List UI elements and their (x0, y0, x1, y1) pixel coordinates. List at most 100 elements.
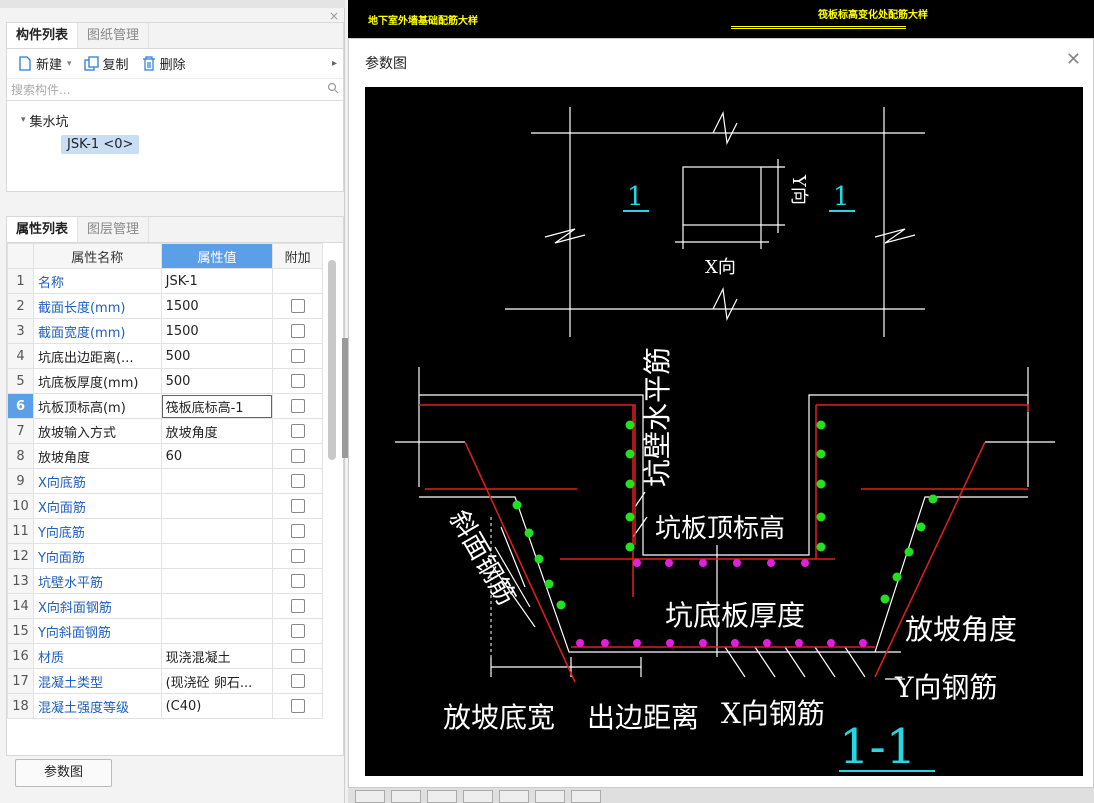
delete-button[interactable]: 删除 (137, 52, 190, 75)
row-number: 18 (7, 693, 34, 719)
extra-cell (272, 343, 323, 369)
checkbox[interactable] (290, 499, 305, 513)
x-rebar-label: X向钢筋 (721, 697, 825, 730)
tab-property-list[interactable]: 属性列表 (7, 217, 79, 242)
close-icon[interactable]: × (328, 9, 339, 23)
toolbar-icon[interactable] (535, 790, 565, 803)
close-icon[interactable]: ✕ (1065, 49, 1081, 70)
property-value[interactable] (160, 618, 274, 644)
property-value[interactable]: 500 (160, 343, 274, 369)
search-input[interactable]: 搜索构件... (7, 79, 343, 101)
component-list-panel: × 构件列表 图纸管理 新建 ▾ 复制 (6, 9, 344, 192)
row-number: 14 (7, 593, 34, 619)
more-tools-button[interactable]: ▸ (331, 58, 337, 69)
checkbox[interactable] (290, 599, 305, 613)
property-name: 名称 (32, 268, 162, 294)
tab-layer-management[interactable]: 图层管理 (78, 217, 150, 242)
tree-group-node[interactable]: ▾ 集水坑 (21, 114, 69, 130)
property-value[interactable]: 筏板底标高-1 (160, 393, 274, 419)
property-value[interactable] (160, 493, 274, 519)
checkbox[interactable] (290, 349, 305, 363)
checkbox[interactable] (290, 374, 305, 388)
property-value[interactable]: JSK-1 (160, 268, 274, 294)
property-value[interactable] (160, 518, 274, 544)
extra-cell (272, 268, 323, 294)
new-file-icon (17, 56, 33, 72)
checkbox[interactable] (290, 399, 305, 413)
property-name: 混凝土强度等级 (32, 693, 162, 719)
panel-splitter[interactable] (342, 338, 348, 458)
checkbox[interactable] (290, 624, 305, 638)
param-diagram-button[interactable]: 参数图 (15, 759, 112, 787)
toolbar-icon[interactable] (499, 790, 529, 803)
extra-cell (272, 618, 323, 644)
property-value[interactable]: 500 (160, 368, 274, 394)
checkbox[interactable] (290, 549, 305, 563)
tree-item-selected[interactable]: JSK-1 <0> (61, 135, 140, 154)
checkbox[interactable] (290, 699, 305, 713)
new-button[interactable]: 新建 ▾ (13, 52, 76, 75)
extra-cell (272, 543, 323, 569)
toolbar-icon[interactable] (571, 790, 601, 803)
property-value[interactable]: 60 (160, 443, 274, 469)
property-value[interactable]: 现浇混凝土 (160, 643, 274, 669)
toolbar-icon[interactable] (355, 790, 385, 803)
checkbox[interactable] (290, 649, 305, 663)
cad-underline (731, 26, 906, 29)
checkbox[interactable] (290, 324, 305, 338)
checkbox[interactable] (290, 449, 305, 463)
slope-width-label: 放坡底宽 (443, 701, 555, 734)
search-icon (327, 82, 339, 97)
extra-cell (272, 568, 323, 594)
property-value[interactable]: 1500 (160, 293, 274, 319)
checkbox[interactable] (290, 474, 305, 488)
property-value[interactable] (160, 468, 274, 494)
copy-button[interactable]: 复制 (80, 52, 133, 75)
property-value[interactable]: (C40) (160, 693, 274, 719)
checkbox[interactable] (290, 524, 305, 538)
property-value[interactable] (160, 543, 274, 569)
checkbox[interactable] (290, 299, 305, 313)
property-name: 坑壁水平筋 (32, 568, 162, 594)
close-icon[interactable]: × (329, 216, 339, 217)
checkbox[interactable] (290, 424, 305, 438)
checkbox[interactable] (290, 574, 305, 588)
plan-label-right: 1 (833, 182, 850, 212)
toolbar-icon[interactable] (427, 790, 457, 803)
tab-drawing-management[interactable]: 图纸管理 (78, 23, 150, 48)
property-value[interactable]: 1500 (160, 318, 274, 344)
checkbox[interactable] (290, 674, 305, 688)
toolbar-icon[interactable] (463, 790, 493, 803)
section-label: 1-1 (839, 719, 916, 775)
row-number: 8 (7, 443, 34, 469)
x-dir-label: X向 (705, 257, 736, 278)
property-scrollbar[interactable] (328, 260, 336, 460)
toolbar-icon[interactable] (391, 790, 421, 803)
property-value[interactable]: (现浇砼 卵石... (160, 668, 274, 694)
tab-component-list[interactable]: 构件列表 (7, 23, 79, 48)
property-value[interactable] (160, 568, 274, 594)
wall-horizontal-rebar-label: 坑壁水平筋 (641, 347, 674, 487)
bottom-thickness-label: 坑底板厚度 (665, 599, 805, 632)
property-value[interactable] (160, 593, 274, 619)
property-value[interactable]: 放坡角度 (160, 418, 274, 444)
